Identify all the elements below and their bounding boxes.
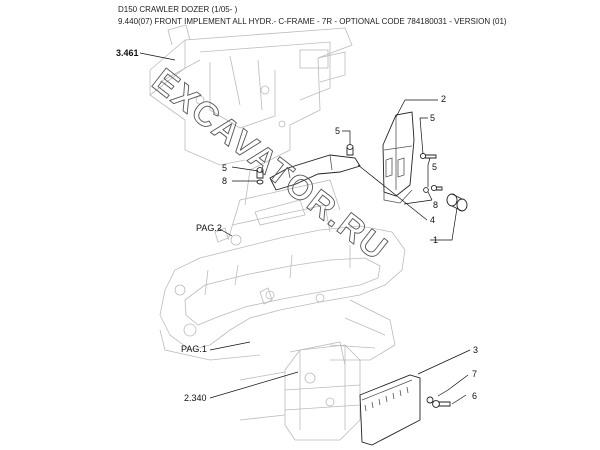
c-frame-ghost — [159, 179, 406, 366]
part-bent-plate — [269, 154, 361, 191]
lower-housing-ghost — [239, 344, 361, 441]
upper-frame-ghost — [149, 24, 353, 206]
ref-label-pag1: PAG.1 — [181, 344, 207, 354]
ref-label-2340: 2.340 — [184, 393, 207, 403]
leader-lines — [139, 52, 471, 405]
ref-label-pag2: PAG.2 — [196, 223, 222, 233]
callout-5-right-lower: 5 — [432, 162, 437, 172]
ref-label-3461: 3.461 — [116, 48, 139, 58]
part-vertical-plate — [359, 374, 421, 446]
callout-7: 7 — [472, 369, 477, 379]
part-bracket — [382, 111, 415, 204]
bolt-bracket-upper — [419, 152, 437, 160]
watermark-text: EXCAVATOR.RU — [145, 61, 395, 268]
callout-5-top: 5 — [335, 126, 340, 136]
callout-8-right: 8 — [433, 200, 438, 210]
callout-1: 1 — [433, 235, 438, 245]
header-section-line: 9.440(07) FRONT IMPLEMENT ALL HYDR.- C-F… — [118, 17, 507, 26]
callout-3: 3 — [473, 345, 478, 355]
bolt-center-top — [346, 144, 354, 156]
callout-5-left: 5 — [222, 163, 227, 173]
bolt-bracket-lower — [423, 184, 443, 193]
part-cap-plug — [446, 193, 468, 212]
callout-2: 2 — [441, 94, 446, 104]
callout-4: 4 — [430, 215, 435, 225]
callout-8-left: 8 — [222, 176, 227, 186]
bolt-left-upper — [256, 167, 264, 185]
callout-6: 6 — [472, 391, 477, 401]
bolt-lower-right — [426, 396, 451, 408]
callout-5-right-upper: 5 — [430, 113, 435, 123]
header-model-line: D150 CRAWLER DOZER (1/05- ) — [118, 5, 238, 14]
